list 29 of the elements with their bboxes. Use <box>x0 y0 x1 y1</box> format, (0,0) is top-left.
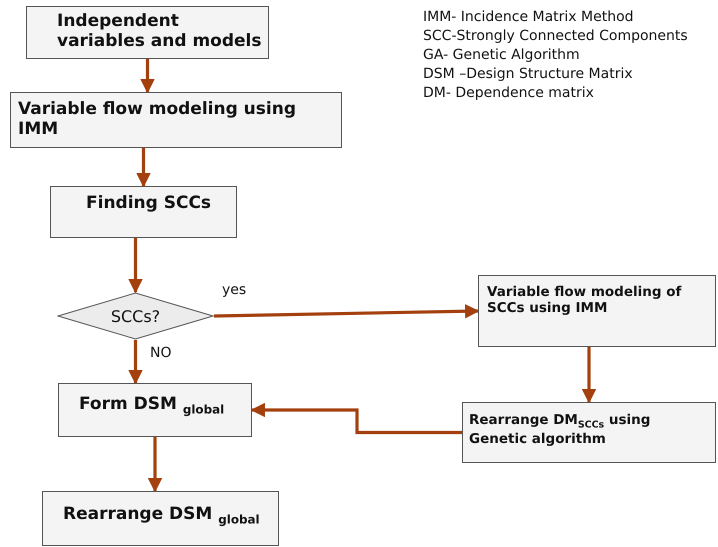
arrow <box>250 402 462 434</box>
arrow <box>582 347 596 404</box>
node-text: Variable flow modeling of SCCs using IMM <box>487 284 682 316</box>
node-text: SCCs? <box>110 306 160 326</box>
process-box <box>462 402 716 463</box>
node-text: Finding SCCs <box>86 193 212 213</box>
arrow <box>128 340 143 384</box>
arrow <box>128 238 143 294</box>
node-text: Variable flow modeling using IMM <box>18 99 297 139</box>
arrow <box>214 304 480 318</box>
process-box <box>10 92 342 148</box>
abbreviation-note: DSM –Design Structure Matrix <box>423 65 633 84</box>
node-text: Rearrange DSM $_{global}$ <box>63 504 261 526</box>
node-text: Form DSM $_{global}$ <box>79 394 226 416</box>
process-box <box>478 275 716 347</box>
process-box <box>50 186 237 238</box>
process-box <box>58 383 252 437</box>
arrow <box>140 59 155 94</box>
arrow <box>148 437 162 492</box>
node-text: Rearrange DM$_{SCCs}$ using Genetic algorithm <box>469 412 652 447</box>
abbreviation-note: GA- Genetic Algorithm <box>423 46 580 65</box>
abbreviation-note: DM- Dependence matrix <box>423 84 594 103</box>
abbreviation-note: IMM- Incidence Matrix Method <box>423 8 634 27</box>
node-text: Independent variables and models <box>57 11 262 51</box>
process-box <box>42 491 279 546</box>
abbreviation-note: SCC-Strongly Connected Components <box>423 27 688 46</box>
arrow <box>136 148 151 188</box>
decision-diamond <box>57 292 214 340</box>
process-box <box>26 6 269 59</box>
